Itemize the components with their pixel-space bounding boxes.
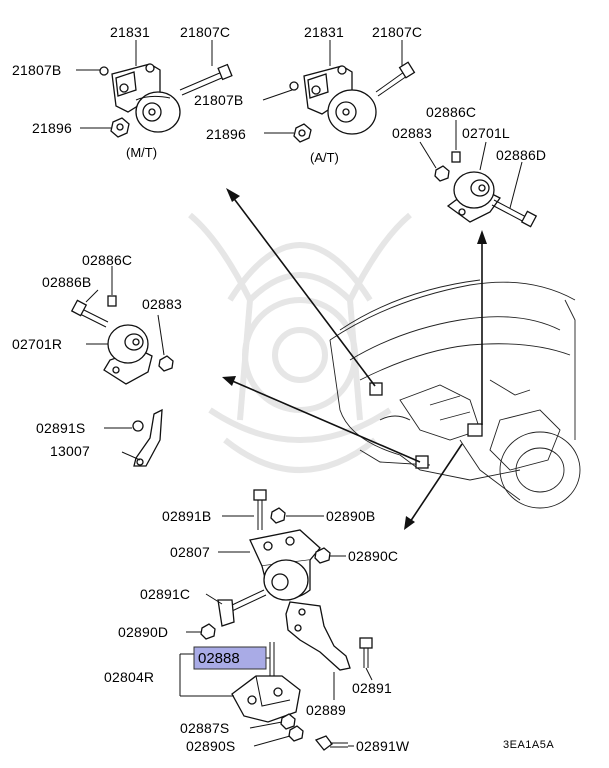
diagram-code: 3EA1A5A bbox=[503, 739, 554, 751]
label-left-02883: 02883 bbox=[142, 296, 182, 312]
bracket-13007 bbox=[132, 408, 163, 467]
label-at-21896: 21896 bbox=[206, 126, 246, 142]
at-leaders bbox=[262, 40, 403, 134]
label-mt-21807c: 21807C bbox=[180, 24, 230, 40]
label-c-02890s: 02890S bbox=[186, 738, 235, 754]
label-left-02886c: 02886C bbox=[82, 252, 132, 268]
left-mount-assembly bbox=[70, 295, 174, 385]
mt-mount-assembly bbox=[99, 63, 233, 138]
label-at-21807b: 21807B bbox=[194, 92, 243, 108]
label-c-02887s: 02887S bbox=[180, 720, 229, 736]
label-left-02701r: 02701R bbox=[12, 336, 62, 352]
label-left-02886b: 02886B bbox=[42, 274, 91, 290]
label-c-02804r: 02804R bbox=[104, 669, 154, 685]
at-mount-assembly bbox=[289, 61, 416, 143]
label-c-02891c: 02891C bbox=[140, 586, 190, 602]
pointer-arrows bbox=[222, 188, 487, 530]
label-mt-21807b: 21807B bbox=[12, 62, 61, 78]
engine-bay-outline bbox=[329, 279, 581, 509]
label-c-02890c: 02890C bbox=[348, 548, 398, 564]
label-c-02890d: 02890D bbox=[118, 624, 168, 640]
label-right-02701l: 02701L bbox=[462, 125, 510, 141]
label-c-02890b: 02890B bbox=[326, 508, 375, 524]
center-leaders bbox=[179, 515, 373, 747]
label-at-21831: 21831 bbox=[304, 24, 344, 40]
label-left-02891s: 02891S bbox=[36, 420, 85, 436]
label-c-02891: 02891 bbox=[352, 680, 392, 696]
highlight-02888 bbox=[193, 646, 267, 670]
label-left-13007: 13007 bbox=[50, 443, 90, 459]
label-mt-21896: 21896 bbox=[32, 120, 72, 136]
center-mount-assembly bbox=[200, 489, 373, 751]
label-at-caption: (A/T) bbox=[310, 150, 339, 165]
label-c-02807: 02807 bbox=[170, 544, 210, 560]
label-c-02888-highlighted: 02888 bbox=[198, 650, 240, 667]
leader-13007 bbox=[121, 451, 141, 461]
mt-leaders bbox=[76, 40, 213, 129]
label-at-21807c: 21807C bbox=[372, 24, 422, 40]
label-mt-caption: (M/T) bbox=[126, 145, 157, 160]
label-mt-21831: 21831 bbox=[110, 24, 150, 40]
right-mount-leaders bbox=[419, 120, 523, 209]
label-right-02886d: 02886D bbox=[496, 147, 546, 163]
right-mount-assembly bbox=[434, 151, 538, 228]
label-right-02886c: 02886C bbox=[426, 104, 476, 120]
watermark-emblem bbox=[188, 212, 412, 473]
label-c-02891w: 02891W bbox=[356, 738, 410, 754]
label-right-02883: 02883 bbox=[392, 125, 432, 141]
left-mount-leaders bbox=[85, 266, 165, 356]
label-c-02889: 02889 bbox=[306, 702, 346, 718]
label-c-02891b: 02891B bbox=[162, 508, 211, 524]
